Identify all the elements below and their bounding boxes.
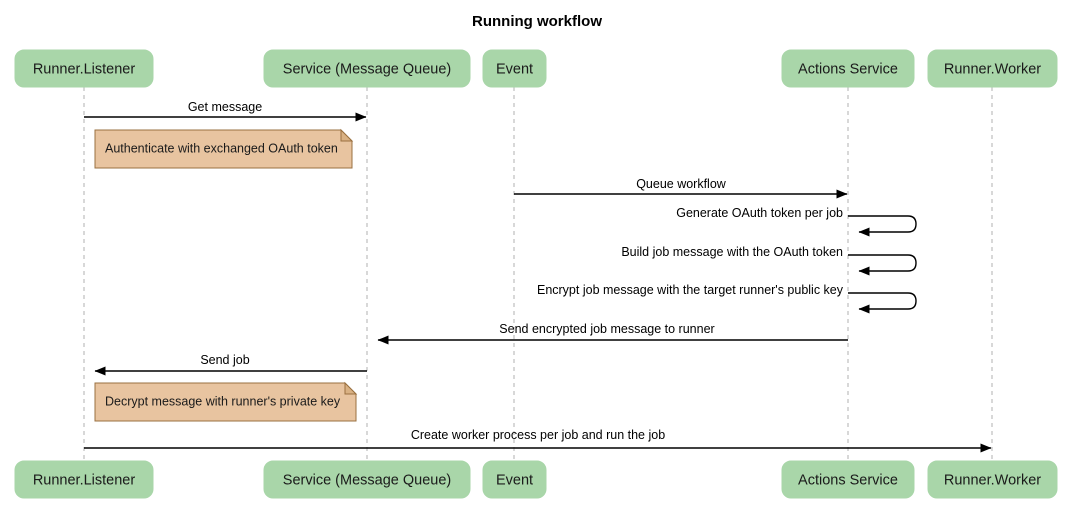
note-fold-corner-authenticate-with-exchanged-oauth-token [340, 128, 354, 142]
participant-label-runner-listener: Runner.Listener [33, 61, 136, 77]
self-loop-line-build-job-message-with-the-oauth-token [848, 254, 917, 276]
participant-service-message-queue-bottom[interactable]: Service (Message Queue) [263, 460, 471, 499]
participant-actions-service-bottom[interactable]: Actions Service [781, 460, 915, 499]
message-label-queue-workflow: Queue workflow [636, 177, 727, 191]
message-create-worker-process-per-job-and-run-the-job[interactable]: Create worker process per job and run th… [84, 428, 992, 453]
message-label-create-worker-process-per-job-and-run-the-job: Create worker process per job and run th… [411, 428, 665, 442]
participant-label-service-message-queue: Service (Message Queue) [283, 61, 451, 77]
message-label-get-message: Get message [188, 100, 262, 114]
message-build-job-message-with-the-oauth-token[interactable]: Build job message with the OAuth token [621, 245, 917, 276]
page-title: Running workflow [472, 13, 602, 30]
participant-box-runner-worker[interactable] [927, 49, 1058, 88]
message-label-encrypt-job-message-with-the-target-runners-public-key: Encrypt job message with the target runn… [537, 283, 844, 297]
participant-label-actions-service: Actions Service [798, 472, 898, 488]
self-loop-line-encrypt-job-message-with-the-target-runners-public-key [848, 292, 917, 314]
participant-box-service-message-queue[interactable] [263, 460, 471, 499]
participant-event-top[interactable]: Event [482, 49, 547, 88]
participant-label-event: Event [496, 472, 533, 488]
participant-label-runner-listener: Runner.Listener [33, 472, 136, 488]
lifelines-layer [83, 87, 993, 461]
note-body-authenticate-with-exchanged-oauth-token [94, 129, 353, 169]
participant-box-actions-service[interactable] [781, 49, 915, 88]
message-label-send-job: Send job [200, 353, 249, 367]
message-send-encrypted-job-message-to-runner[interactable]: Send encrypted job message to runner [377, 322, 848, 345]
participant-label-event: Event [496, 61, 533, 77]
note-decrypt-message-with-runners-private-key[interactable]: Decrypt message with runner's private ke… [94, 381, 358, 422]
participant-box-service-message-queue[interactable] [263, 49, 471, 88]
participant-runner-worker-bottom[interactable]: Runner.Worker [927, 460, 1058, 499]
message-queue-workflow[interactable]: Queue workflow [514, 177, 848, 199]
note-label-decrypt-message-with-runners-private-key: Decrypt message with runner's private ke… [105, 394, 341, 408]
participant-event-bottom[interactable]: Event [482, 460, 547, 499]
participant-label-actions-service: Actions Service [798, 61, 898, 77]
participant-box-runner-worker[interactable] [927, 460, 1058, 499]
participant-label-runner-worker: Runner.Worker [944, 472, 1041, 488]
message-label-send-encrypted-job-message-to-runner: Send encrypted job message to runner [499, 322, 714, 336]
note-fold-corner-decrypt-message-with-runners-private-key [344, 381, 358, 395]
participant-label-service-message-queue: Service (Message Queue) [283, 472, 451, 488]
participant-runner-listener-top[interactable]: Runner.Listener [14, 49, 154, 88]
message-label-generate-oauth-token-per-job: Generate OAuth token per job [676, 206, 843, 220]
message-label-build-job-message-with-the-oauth-token: Build job message with the OAuth token [621, 245, 843, 259]
message-generate-oauth-token-per-job[interactable]: Generate OAuth token per job [676, 206, 917, 237]
note-body-decrypt-message-with-runners-private-key [94, 382, 357, 422]
notes-layer: Authenticate with exchanged OAuth tokenD… [94, 128, 358, 422]
participant-box-runner-listener[interactable] [14, 49, 154, 88]
participant-actions-service-top[interactable]: Actions Service [781, 49, 915, 88]
participant-runner-worker-top[interactable]: Runner.Worker [927, 49, 1058, 88]
participant-box-event[interactable] [482, 460, 547, 499]
self-loop-line-generate-oauth-token-per-job [848, 215, 917, 237]
note-label-authenticate-with-exchanged-oauth-token: Authenticate with exchanged OAuth token [105, 141, 338, 155]
note-authenticate-with-exchanged-oauth-token[interactable]: Authenticate with exchanged OAuth token [94, 128, 354, 169]
participant-box-event[interactable] [482, 49, 547, 88]
message-encrypt-job-message-with-the-target-runners-public-key[interactable]: Encrypt job message with the target runn… [537, 283, 917, 314]
participant-runner-listener-bottom[interactable]: Runner.Listener [14, 460, 154, 499]
participants-top-layer: Runner.Listener Service (Message Queue) Ev… [14, 49, 1058, 88]
participant-box-runner-listener[interactable] [14, 460, 154, 499]
participant-label-runner-worker: Runner.Worker [944, 61, 1041, 77]
participant-service-message-queue-top[interactable]: Service (Message Queue) [263, 49, 471, 88]
message-get-message[interactable]: Get message [84, 100, 367, 122]
participant-box-actions-service[interactable] [781, 460, 915, 499]
message-send-job[interactable]: Send job [94, 353, 367, 376]
participants-bottom-layer: Runner.Listener Service (Message Queue) Ev… [14, 460, 1058, 499]
